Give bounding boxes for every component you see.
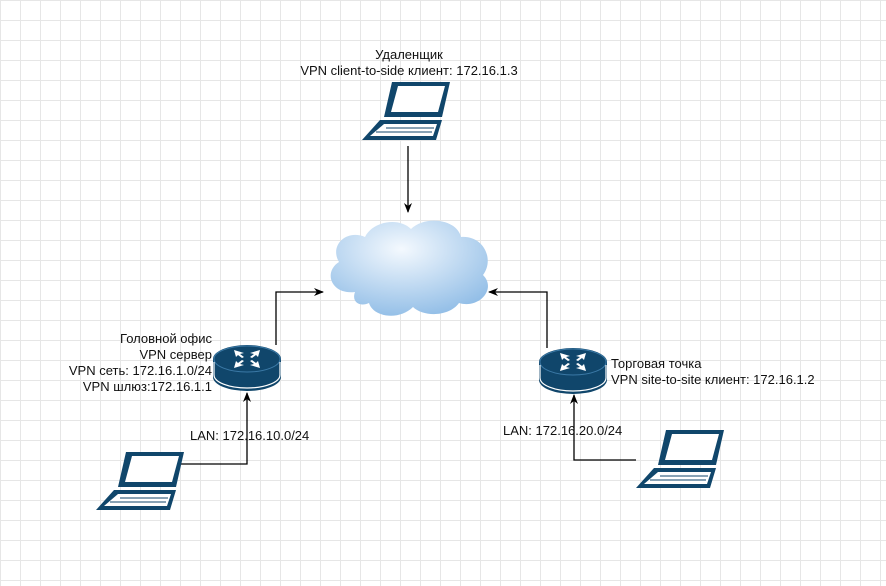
head-office-role: VPN сервер — [139, 347, 212, 362]
edge-shop-lan-laptop-to-router — [570, 394, 636, 461]
laptop-icon — [636, 430, 724, 488]
head-office-vpn-gateway: VPN шлюз:172.16.1.1 — [82, 379, 212, 394]
edge-head-router-to-cloud — [275, 288, 324, 345]
laptop-icon — [362, 82, 450, 140]
head-lan-label: LAN: 172.16.10.0/24 — [190, 428, 310, 443]
cloud-icon — [330, 220, 488, 316]
shop-label: Торговая точка VPN site-to-site клиент: … — [611, 356, 815, 388]
remote-worker-name: Удаленщик — [375, 47, 443, 62]
remote-worker-label: Удаленщик VPN client-to-side клиент: 172… — [270, 47, 548, 79]
edge-shop-router-to-cloud — [488, 288, 548, 348]
router-icon — [539, 348, 607, 394]
laptop-icon — [96, 452, 184, 510]
head-office-vpn-network: VPN сеть: 172.16.1.0/24 — [68, 363, 212, 378]
shop-name: Торговая точка — [611, 356, 702, 371]
router-icon — [213, 345, 281, 391]
shop-lan-label: LAN: 172.16.20.0/24 — [503, 423, 623, 438]
connectors — [180, 146, 636, 465]
head-office-label: Головной офис VPN сервер VPN сеть: 172.1… — [30, 331, 212, 395]
remote-worker-vpn-info: VPN client-to-side клиент: 172.16.1.3 — [300, 63, 518, 78]
edge-head-lan-laptop-to-router — [180, 392, 251, 465]
shop-vpn-info: VPN site-to-site клиент: 172.16.1.2 — [611, 372, 815, 387]
head-office-name: Головной офис — [120, 331, 212, 346]
